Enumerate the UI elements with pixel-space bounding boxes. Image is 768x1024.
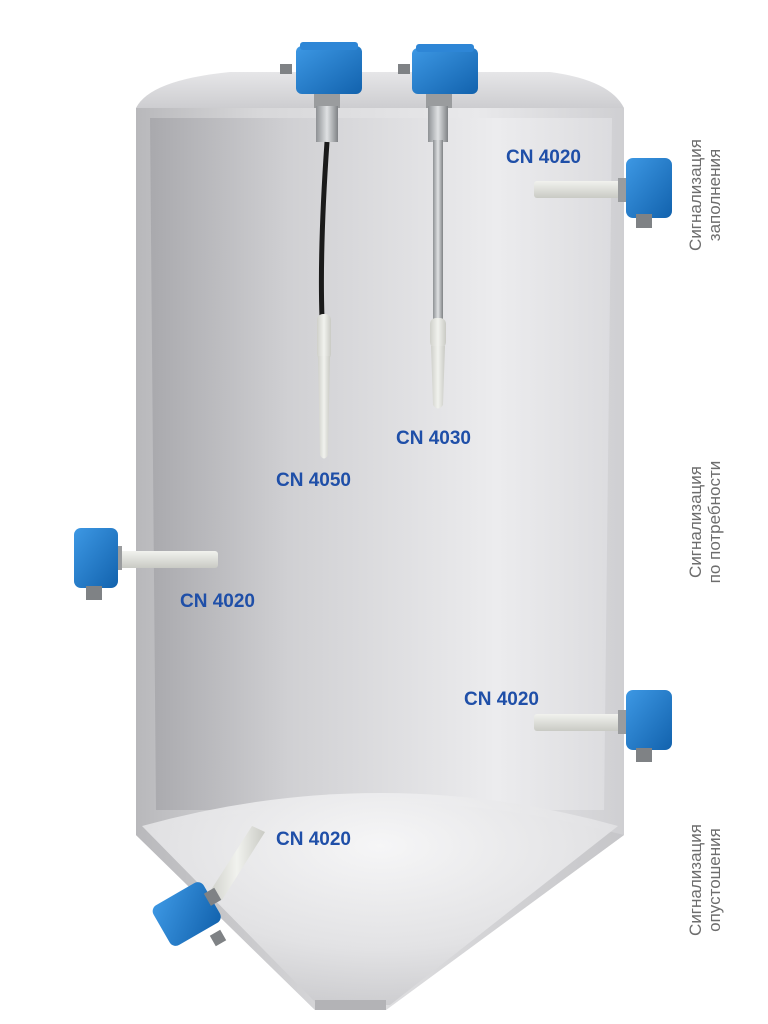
sensor-housing-icon (280, 42, 362, 94)
label-cn4050: CN 4050 (276, 470, 351, 491)
side-sensor-right-lower (534, 690, 672, 762)
silo-interior (150, 118, 612, 810)
cable-probe-cn4050 (280, 42, 362, 459)
side-label-empty-alarm: Сигнализация опустошения (686, 824, 724, 936)
sensor-housing-icon (626, 690, 672, 762)
label-cn4020-bottom: CN 4020 (276, 829, 351, 850)
side-sensor-bottom-cone (152, 826, 265, 947)
side-label-fill-line1: Сигнализация (686, 139, 705, 251)
silo-outlet (315, 1000, 386, 1010)
side-sensor-left (74, 528, 218, 600)
label-cn4030: CN 4030 (396, 428, 471, 449)
side-label-demand-alarm: Сигнализация по потребности (686, 461, 724, 584)
silo-tank (136, 72, 624, 1010)
sensor-housing-icon (626, 158, 672, 228)
sensor-housing-icon (152, 882, 222, 946)
side-sensor-top-right (534, 158, 672, 228)
label-cn4020-top-right: CN 4020 (506, 147, 581, 168)
sensor-housing-icon (398, 44, 478, 94)
sensor-housing-icon (74, 528, 118, 600)
silo-roof (136, 72, 624, 108)
side-label-empty-line2: опустошения (705, 828, 724, 932)
label-cn4020-right-lower: CN 4020 (464, 689, 539, 710)
label-cn4020-left: CN 4020 (180, 591, 255, 612)
rod-probe-cn4030 (398, 44, 478, 409)
side-label-demand-line2: по потребности (705, 460, 724, 584)
side-label-fill-alarm: Сигнализация заполнения (686, 139, 724, 251)
silo-powder (142, 793, 618, 1005)
side-label-fill-line2: заполнения (705, 148, 724, 242)
side-label-empty-line1: Сигнализация (686, 824, 705, 936)
side-label-demand-line1: Сигнализация (686, 466, 705, 578)
